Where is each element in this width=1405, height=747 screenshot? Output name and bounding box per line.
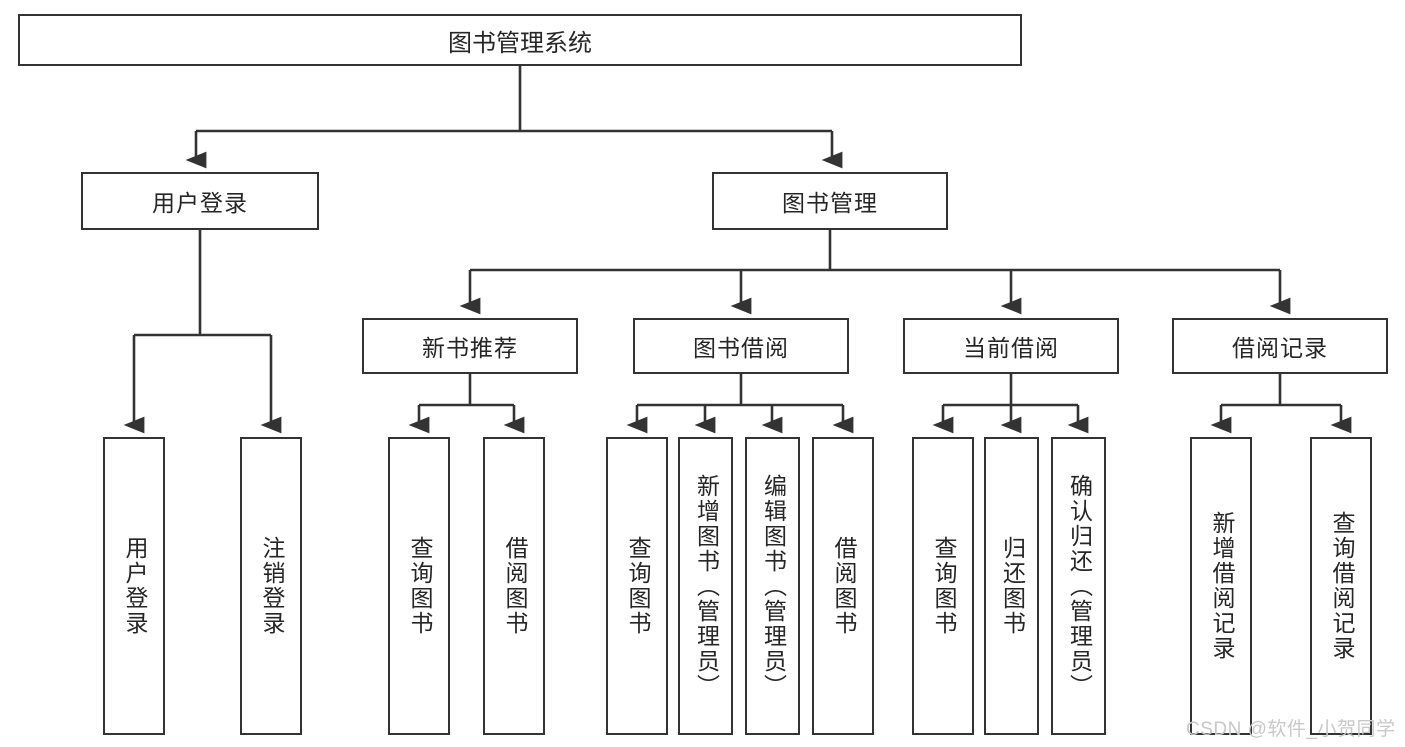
leaf-label: 注销登录 bbox=[258, 536, 285, 636]
leaf-query-book-current[interactable]: 查询图书 bbox=[912, 437, 974, 735]
node-book-borrow[interactable]: 图书借阅 bbox=[633, 318, 849, 374]
leaf-label: 查询图书 bbox=[406, 536, 433, 636]
leaf-add-book-admin[interactable]: 新增图书（管理员） bbox=[678, 437, 733, 735]
leaf-borrow-book-recommend[interactable]: 借阅图书 bbox=[483, 437, 545, 735]
node-book-management[interactable]: 图书管理 bbox=[712, 172, 948, 230]
node-borrow-record[interactable]: 借阅记录 bbox=[1172, 318, 1388, 374]
leaf-edit-book-admin[interactable]: 编辑图书（管理员） bbox=[745, 437, 800, 735]
node-root[interactable]: 图书管理系统 bbox=[18, 14, 1022, 66]
leaf-label: 确认归还（管理员） bbox=[1066, 473, 1093, 699]
node-borrow-record-label: 借阅记录 bbox=[1232, 335, 1328, 361]
leaf-label: 借阅图书 bbox=[501, 536, 528, 636]
node-new-book-recommend-label: 新书推荐 bbox=[422, 335, 518, 361]
leaf-label: 查询图书 bbox=[624, 536, 651, 636]
node-book-management-label: 图书管理 bbox=[782, 190, 878, 216]
leaf-return-book[interactable]: 归还图书 bbox=[984, 437, 1039, 735]
node-user-login[interactable]: 用户登录 bbox=[81, 172, 319, 230]
leaf-label: 新增图书（管理员） bbox=[693, 473, 720, 699]
leaf-label: 新增借阅记录 bbox=[1208, 511, 1235, 661]
leaf-label: 借阅图书 bbox=[830, 536, 857, 636]
leaf-confirm-return-admin[interactable]: 确认归还（管理员） bbox=[1051, 437, 1106, 735]
leaf-query-book[interactable]: 查询图书 bbox=[606, 437, 668, 735]
node-new-book-recommend[interactable]: 新书推荐 bbox=[362, 318, 578, 374]
leaf-label: 查询借阅记录 bbox=[1328, 511, 1355, 661]
node-current-borrow-label: 当前借阅 bbox=[963, 335, 1059, 361]
node-user-login-label: 用户登录 bbox=[152, 190, 248, 216]
leaf-label: 归还图书 bbox=[999, 536, 1026, 636]
node-book-borrow-label: 图书借阅 bbox=[693, 335, 789, 361]
leaf-add-borrow-record[interactable]: 新增借阅记录 bbox=[1190, 437, 1252, 735]
leaf-user-login[interactable]: 用户登录 bbox=[103, 437, 165, 735]
watermark: CSDN @软件_小贺同学 bbox=[1186, 719, 1396, 740]
leaf-label: 用户登录 bbox=[121, 536, 148, 636]
leaf-borrow-book[interactable]: 借阅图书 bbox=[812, 437, 874, 735]
leaf-label: 编辑图书（管理员） bbox=[760, 473, 787, 699]
node-root-label: 图书管理系统 bbox=[448, 29, 592, 57]
leaf-query-book-recommend[interactable]: 查询图书 bbox=[388, 437, 450, 735]
node-current-borrow[interactable]: 当前借阅 bbox=[903, 318, 1119, 374]
leaf-label: 查询图书 bbox=[930, 536, 957, 636]
leaf-logout[interactable]: 注销登录 bbox=[240, 437, 302, 735]
leaf-query-borrow-record[interactable]: 查询借阅记录 bbox=[1310, 437, 1372, 735]
